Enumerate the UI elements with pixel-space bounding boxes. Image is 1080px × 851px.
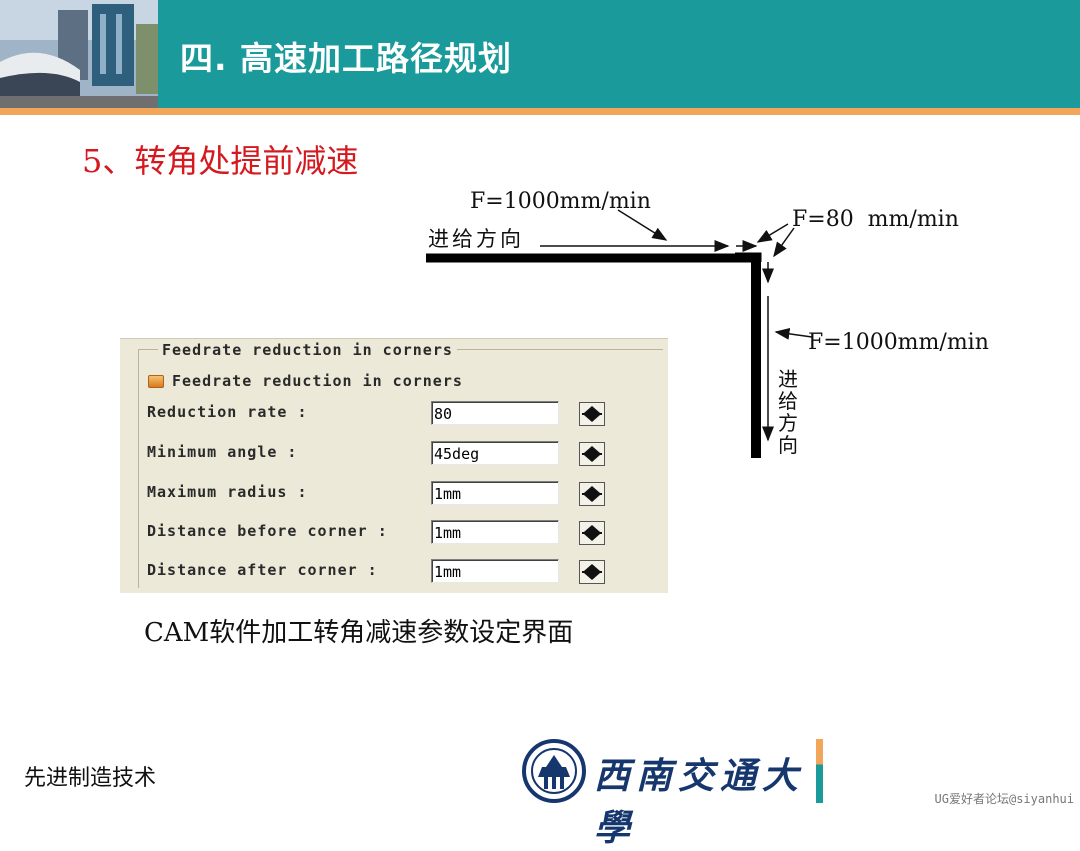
param-row-maximum-radius: Maximum radius : 1mm [147, 481, 667, 509]
spin-up-icon[interactable] [584, 446, 600, 453]
param-label: Maximum radius : [147, 483, 308, 501]
param-row-reduction-rate: Reduction rate : 80 [147, 401, 667, 429]
distance-before-corner-spinner[interactable] [579, 521, 605, 545]
spin-divider [582, 493, 602, 495]
feed-right-label: F=1000mm/min [808, 330, 989, 355]
spin-down-icon[interactable] [584, 534, 600, 541]
slide-header-title: 四. 高速加工路径规划 [180, 39, 513, 78]
spin-down-icon[interactable] [584, 573, 600, 580]
direction-label-vertical-4: 向 [778, 433, 798, 457]
logo-accent-bar [816, 739, 823, 803]
spin-down-icon[interactable] [584, 415, 600, 422]
spin-up-icon[interactable] [584, 525, 600, 532]
header-accent-rule [0, 108, 1080, 115]
feed-corner-label: F=80 mm/min [792, 207, 959, 232]
distance-after-corner-input[interactable]: 1mm [431, 559, 559, 583]
feed-corner-leader-2 [773, 227, 795, 258]
distance-before-corner-input[interactable]: 1mm [431, 520, 559, 544]
spin-down-icon[interactable] [584, 455, 600, 462]
watermark: UG爱好者论坛@siyanhui [934, 792, 1074, 806]
feedrate-reduction-panel: Feedrate reduction in corners Feedrate r… [120, 338, 668, 593]
feed-corner-leader-1 [756, 223, 789, 243]
param-row-distance-after-corner: Distance after corner : 1mm [147, 559, 667, 587]
spin-up-icon[interactable] [584, 486, 600, 493]
minimum-angle-spinner[interactable] [579, 442, 605, 466]
group-title: Feedrate reduction in corners [158, 341, 457, 359]
spin-up-icon[interactable] [584, 564, 600, 571]
university-emblem-icon [522, 739, 586, 803]
spin-down-icon[interactable] [584, 495, 600, 502]
panel-caption: CAM软件加工转角减速参数设定界面 [144, 618, 574, 648]
course-name: 先进制造技术 [24, 766, 157, 791]
header-bar [0, 0, 1080, 108]
spin-divider [582, 571, 602, 573]
section-title: 5、转角处提前减速 [82, 142, 359, 180]
spin-divider [582, 532, 602, 534]
direction-label-vertical-3: 方 [778, 411, 798, 435]
university-name: 西南交通大學 [594, 755, 805, 849]
university-logo: 西南交通大學 [522, 737, 832, 849]
campus-train-photo-icon [0, 0, 158, 108]
maximum-radius-input[interactable]: 1mm [431, 481, 559, 505]
checkbox-label: Feedrate reduction in corners [172, 372, 463, 390]
spin-up-icon[interactable] [584, 406, 600, 413]
feed-top-label: F=1000mm/min [470, 189, 651, 214]
param-label: Distance after corner : [147, 561, 378, 579]
minimum-angle-input[interactable]: 45deg [431, 441, 559, 465]
spin-divider [582, 453, 602, 455]
param-label: Minimum angle : [147, 443, 298, 461]
reduction-rate-spinner[interactable] [579, 402, 605, 426]
param-row-minimum-angle: Minimum angle : 45deg [147, 441, 667, 469]
feed-top-leader [617, 209, 668, 241]
direction-label-horizontal: 进给方向 [428, 227, 524, 251]
checkbox-icon[interactable] [148, 374, 164, 388]
direction-label-vertical-1: 进 [778, 367, 798, 391]
tool-path-corner [735, 252, 762, 262]
param-label: Distance before corner : [147, 522, 388, 540]
spin-divider [582, 413, 602, 415]
param-row-distance-before-corner: Distance before corner : 1mm [147, 520, 667, 548]
feedrate-reduction-checkbox[interactable]: Feedrate reduction in corners [148, 372, 463, 390]
param-label: Reduction rate : [147, 403, 308, 421]
feed-right-leader [774, 327, 813, 340]
distance-after-corner-spinner[interactable] [579, 560, 605, 584]
maximum-radius-spinner[interactable] [579, 482, 605, 506]
direction-label-vertical-2: 给 [778, 389, 798, 413]
reduction-rate-input[interactable]: 80 [431, 401, 559, 425]
